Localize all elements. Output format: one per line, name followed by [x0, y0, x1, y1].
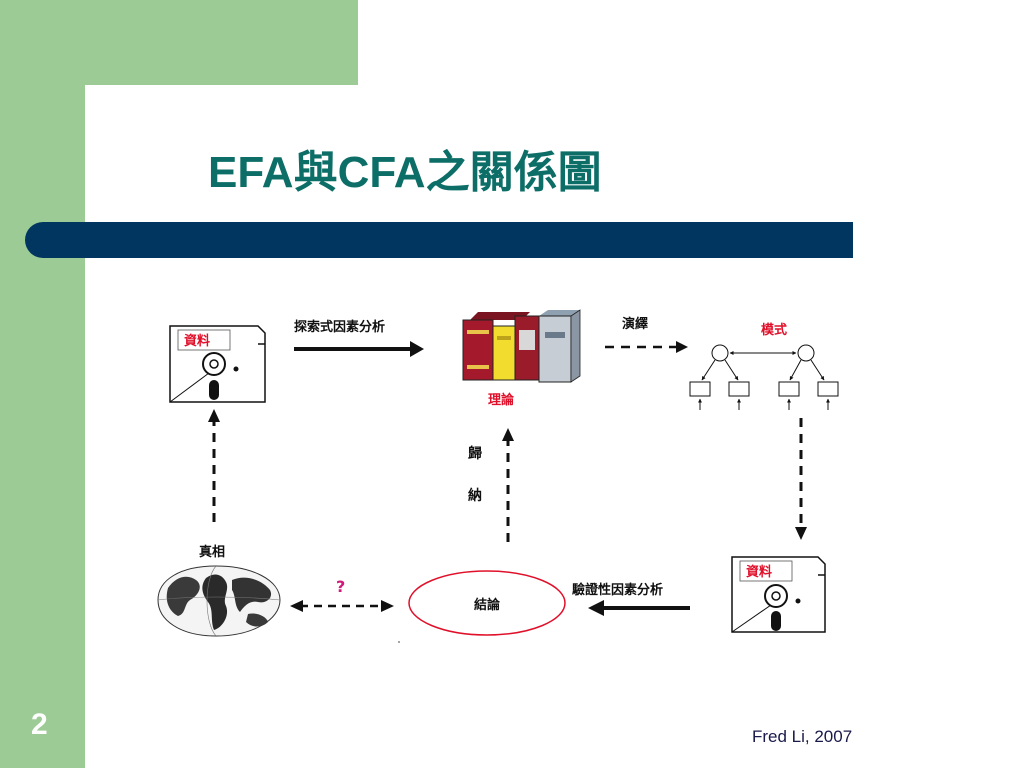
background-green-strip — [0, 0, 85, 768]
floppy-disk-icon — [731, 556, 826, 633]
model-path-diagram — [689, 344, 839, 410]
conclusion-label: 結論 — [474, 597, 501, 613]
content-panel — [85, 85, 1024, 768]
background-green-top — [0, 0, 358, 85]
model-to-data-arrowhead — [795, 527, 807, 540]
stray-dot — [398, 641, 400, 643]
cfa-arrowhead — [588, 600, 604, 616]
conclusion-ellipse — [408, 570, 566, 636]
page-number: 2 — [31, 708, 48, 741]
efa-arrowhead — [410, 341, 424, 357]
cfa-arrow-label: 驗證性因素分析 — [572, 582, 663, 598]
truth-arrowhead-right — [381, 600, 394, 612]
globe-icon — [157, 565, 281, 637]
truth-label: 真相 — [199, 544, 225, 560]
theory-label: 理論 — [488, 392, 515, 408]
model-label: 模式 — [761, 322, 787, 338]
deduction-arrowhead — [676, 341, 688, 353]
slide-title: EFA與CFA之關係圖 — [208, 148, 602, 197]
books-icon — [462, 309, 581, 383]
induction-char-2: 納 — [468, 487, 482, 504]
induction-arrowhead — [502, 428, 514, 441]
induction-char-1: 歸 — [468, 445, 482, 462]
truth-arrowhead-left — [290, 600, 303, 612]
deduction-label: 演繹 — [622, 316, 648, 332]
truth-to-data-arrowhead — [208, 409, 220, 422]
data-bottom-label: 資料 — [746, 564, 772, 580]
floppy-disk-icon — [169, 325, 266, 403]
footer-credit: Fred Li, 2007 — [752, 727, 853, 746]
title-underline-bar — [25, 222, 853, 258]
efa-arrow-label: 探索式因素分析 — [294, 319, 385, 335]
data-top-label: 資料 — [184, 333, 210, 349]
question-mark: ? — [336, 577, 345, 596]
